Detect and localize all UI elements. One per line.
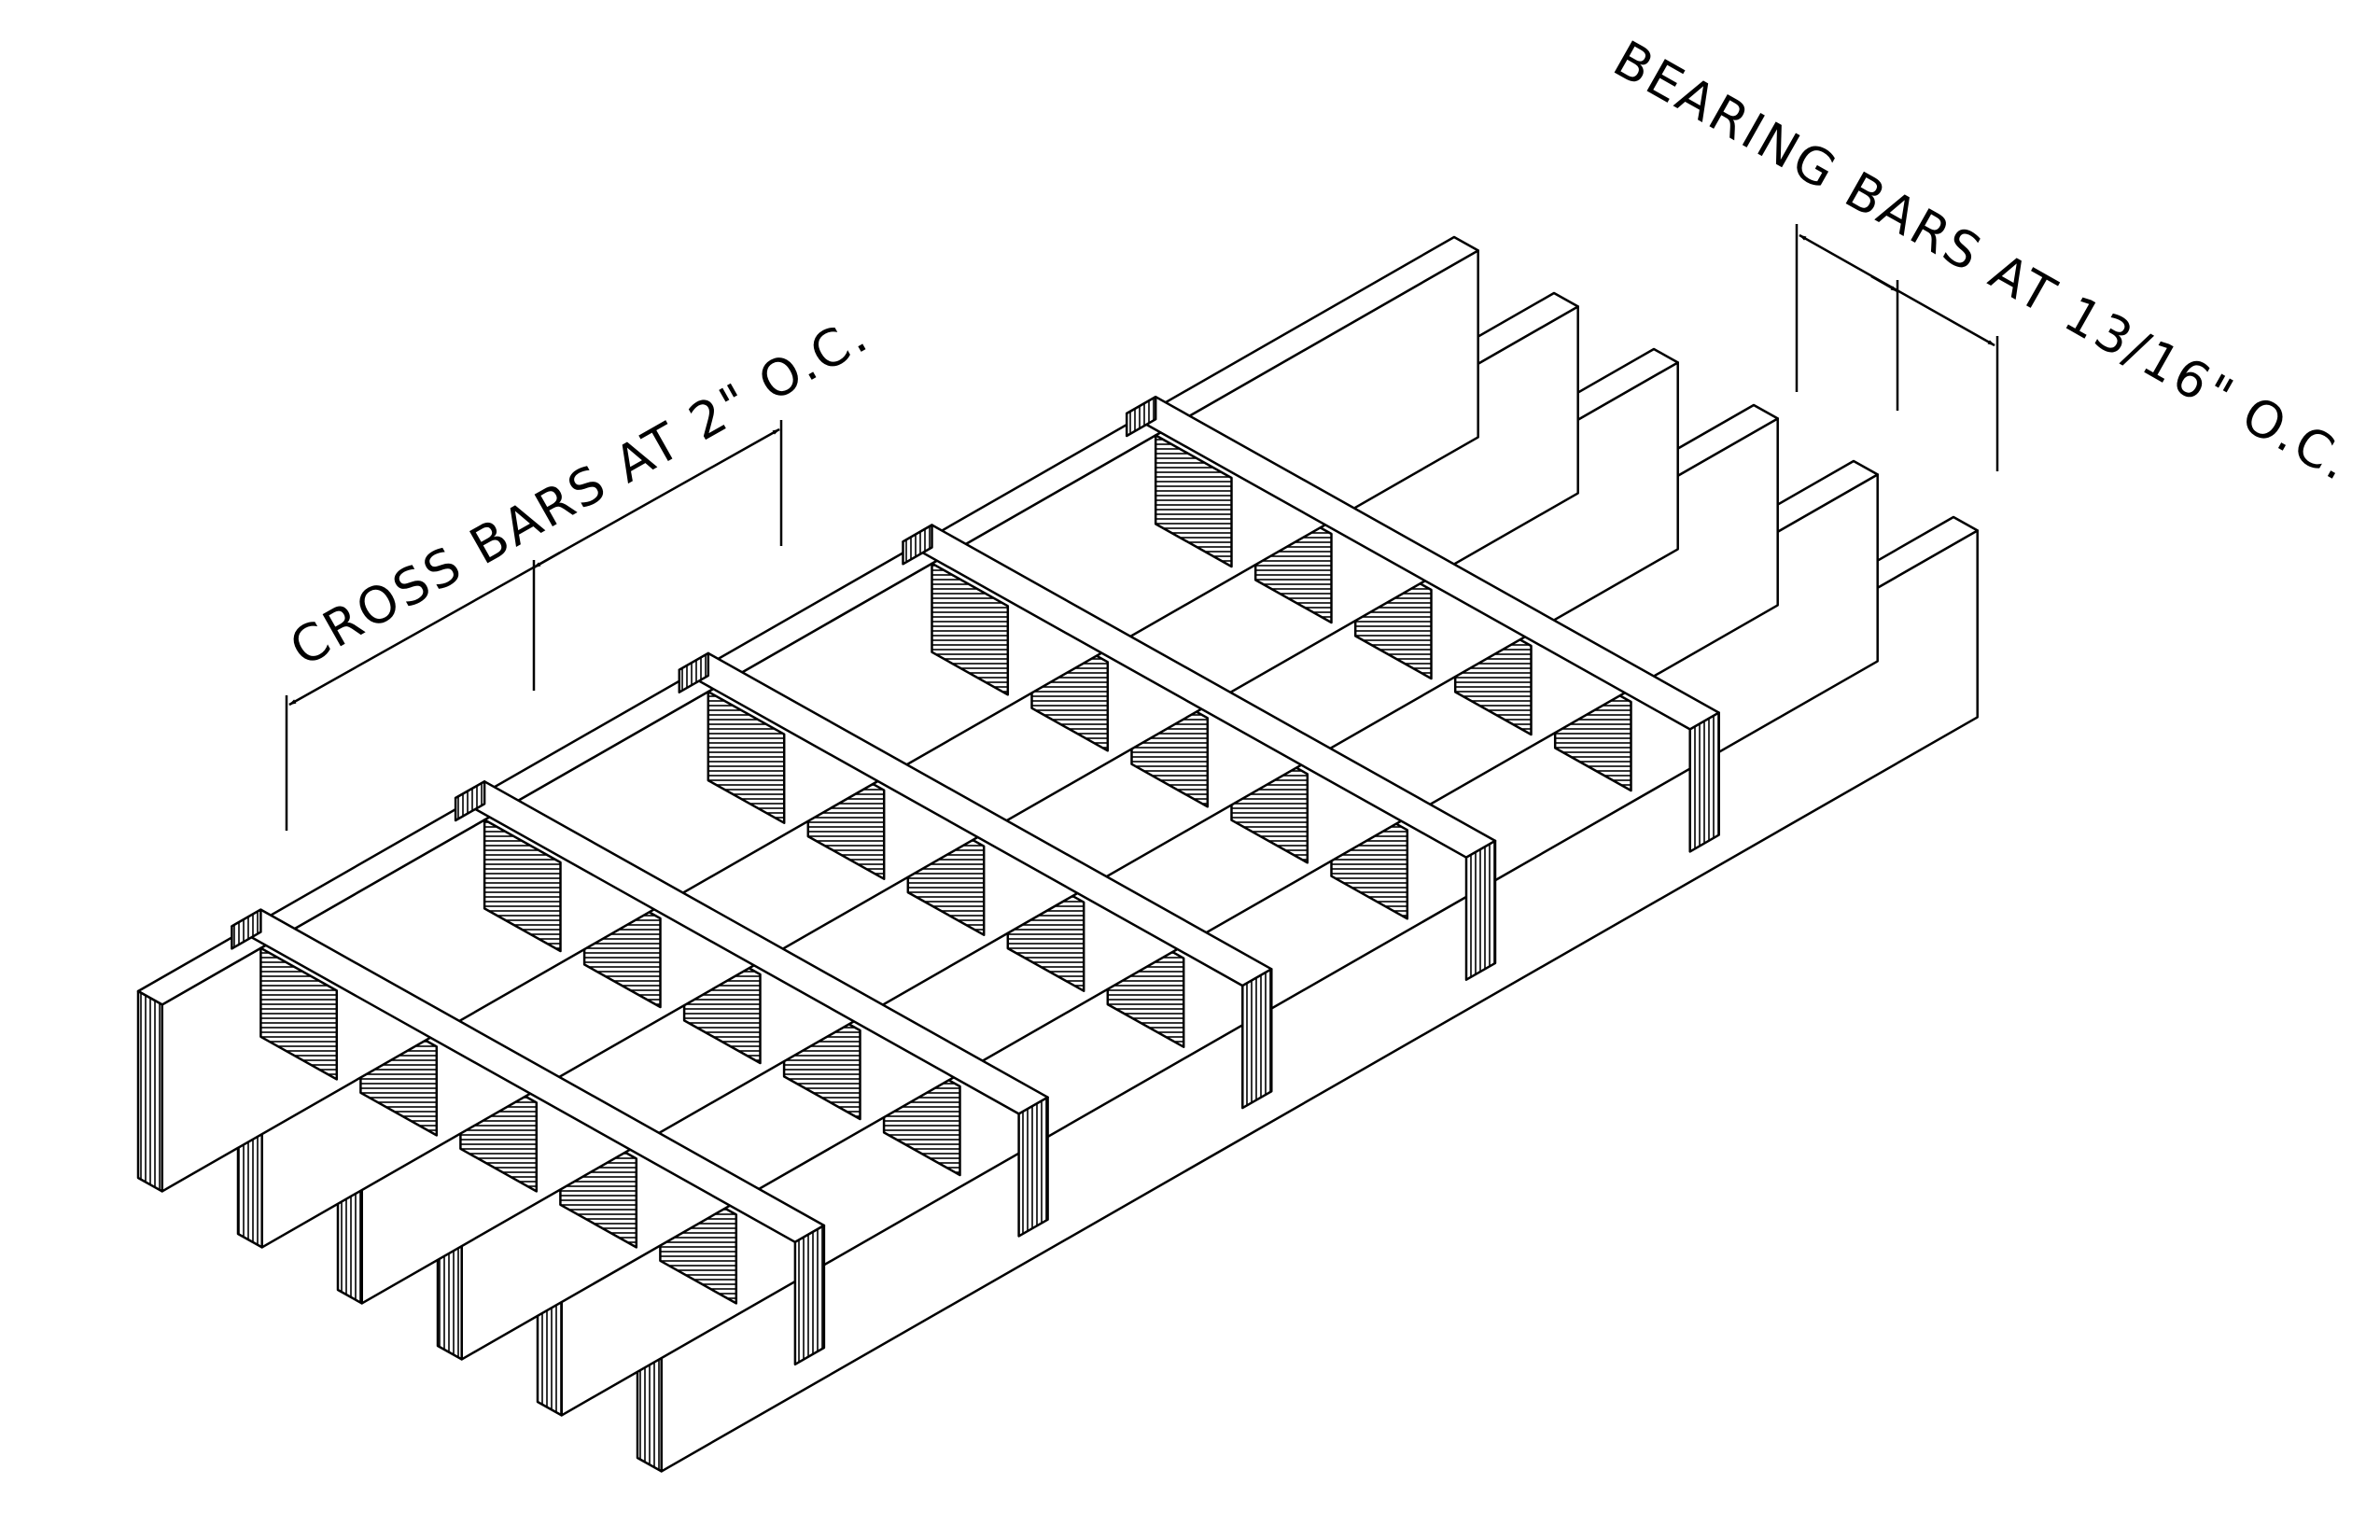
cross-bar-cap-4 xyxy=(902,524,933,566)
bearing-bar-dimension-mid-arrow xyxy=(1870,274,1898,293)
cross-bar-web-5-1 xyxy=(1154,434,1233,568)
cross-bar-cap-2 xyxy=(454,780,486,822)
cross-bar-end-2 xyxy=(1017,1096,1049,1238)
cross-bar-web-2-1 xyxy=(483,819,562,953)
bearing-bars-label: BEARING BARS AT 13/16" O.C. xyxy=(1604,29,2362,493)
cross-bar-web-3-1 xyxy=(707,690,786,824)
cross-bar-end-3 xyxy=(1241,968,1273,1110)
cross-bar-dimension-mid-arrow xyxy=(533,551,561,569)
cross-bar-cap-5 xyxy=(1125,395,1157,438)
cross-bar-end-1 xyxy=(793,1224,826,1366)
cross-bar-web-1-1 xyxy=(259,946,339,1081)
cross-bar-end-5 xyxy=(1688,711,1720,853)
cross-bar-cap-1 xyxy=(231,908,262,950)
dimension-lines xyxy=(285,224,1999,831)
bearing-bar-end-1 xyxy=(136,989,163,1193)
cross-bar-web-4-1 xyxy=(931,562,1010,696)
cross-bar-end-4 xyxy=(1464,839,1497,981)
grating-body xyxy=(136,235,1979,1473)
